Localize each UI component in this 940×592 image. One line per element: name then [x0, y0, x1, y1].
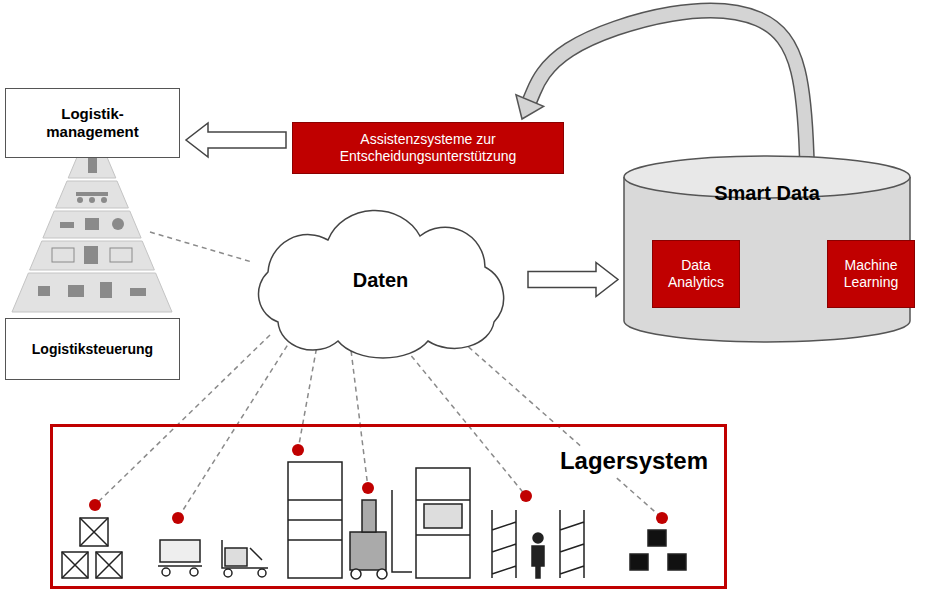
- shelf-unit: [492, 510, 516, 578]
- valve-icon: [38, 286, 50, 296]
- data-cloud: Daten: [238, 212, 523, 347]
- trolley: [158, 565, 202, 567]
- cloud-outline: [259, 211, 504, 358]
- crate-cross: [62, 552, 88, 578]
- sensor-dot: [292, 444, 304, 456]
- crate: [62, 552, 88, 578]
- pyramid-layer: [43, 211, 141, 238]
- building-icon: [88, 157, 97, 173]
- person: [533, 533, 543, 543]
- crate-cross: [96, 552, 122, 578]
- monitor-icon: [84, 246, 98, 264]
- learning-box: Machine Learning: [827, 240, 915, 308]
- pallet-stack: [288, 462, 342, 578]
- wheel: [224, 569, 232, 577]
- parcel: [668, 554, 686, 570]
- dashed-link: [150, 232, 252, 262]
- conveyor-icon: [101, 197, 107, 203]
- sensor-dot: [362, 482, 374, 494]
- conveyor-icon: [89, 197, 95, 203]
- crate: [80, 518, 108, 546]
- monitor-icon: [110, 248, 132, 262]
- wheel: [377, 569, 387, 579]
- connector: [528, 263, 618, 297]
- analytics-box: Data Analytics: [652, 240, 740, 308]
- sensor-dot: [172, 512, 184, 524]
- node-text: Smart Data: [714, 181, 820, 205]
- arrow-head: [516, 95, 544, 119]
- sensor-dot: [520, 490, 532, 502]
- node-text: Logistiksteuerung: [32, 341, 153, 358]
- shelf-unit: [560, 510, 584, 578]
- rack: [416, 468, 470, 578]
- node-text: Daten: [353, 268, 409, 292]
- pyramid-icons: [38, 157, 146, 298]
- pyramid-layer: [12, 273, 172, 312]
- parcel: [648, 530, 666, 546]
- rack-box: [424, 504, 462, 528]
- robot-icon: [85, 218, 99, 230]
- forklift-body: [350, 532, 386, 570]
- crate-cross: [80, 518, 108, 546]
- connector: [186, 123, 286, 157]
- wheel: [258, 569, 266, 577]
- node-text: Machine Learning: [828, 257, 914, 291]
- wheel: [190, 568, 198, 576]
- gear-icon: [112, 218, 124, 230]
- curved-arrow-band: [530, 11, 808, 173]
- block-arrow: [528, 263, 618, 297]
- motor-icon: [68, 285, 84, 297]
- block-arrow: [186, 123, 286, 157]
- wheel: [162, 568, 170, 576]
- rack-shelf: [416, 500, 470, 535]
- dashed-link: [350, 342, 368, 488]
- sensor-icon: [100, 282, 112, 298]
- sensor-dot: [656, 512, 668, 524]
- dashed-link: [298, 340, 318, 450]
- curved-arrow-outline: [530, 11, 808, 173]
- dashed-link: [400, 342, 526, 496]
- monitor-icon: [52, 248, 74, 262]
- conveyor-icon: [77, 197, 83, 203]
- hand-truck: [225, 548, 247, 566]
- forklift-mast: [392, 490, 412, 572]
- pyramid-layer: [56, 181, 129, 208]
- parcel: [630, 554, 648, 570]
- crate: [96, 552, 122, 578]
- assistant-box: Assistenzsysteme zur Entscheidungsunters…: [292, 122, 564, 174]
- node-text: Assistenzsysteme zur Entscheidungsunters…: [293, 131, 563, 165]
- person: [532, 546, 544, 578]
- robot-icon: [60, 222, 74, 228]
- data-cylinder: Smart DataData Analytics Machine Learning: [623, 155, 911, 343]
- management-box: Logistik- management: [5, 88, 180, 158]
- forklift-cab: [362, 500, 376, 532]
- wheel: [351, 569, 361, 579]
- dashed-link: [178, 338, 292, 518]
- control-box: Logistiksteuerung: [5, 318, 180, 380]
- pallet-stack: [288, 500, 342, 540]
- hand-truck: [222, 540, 268, 568]
- actuator-icon: [130, 288, 146, 296]
- sensor-dot: [89, 499, 101, 511]
- conveyor-icon: [76, 192, 108, 196]
- pyramid-layer: [30, 241, 155, 270]
- node-text: Data Analytics: [653, 257, 739, 291]
- node-text: Lagersystem: [556, 447, 712, 476]
- storage-items: [62, 462, 686, 579]
- automation-pyramid: [12, 150, 172, 312]
- trolley: [160, 540, 200, 562]
- storage-region: Lagersystem: [50, 424, 727, 589]
- node-text: Logistik- management: [37, 105, 149, 141]
